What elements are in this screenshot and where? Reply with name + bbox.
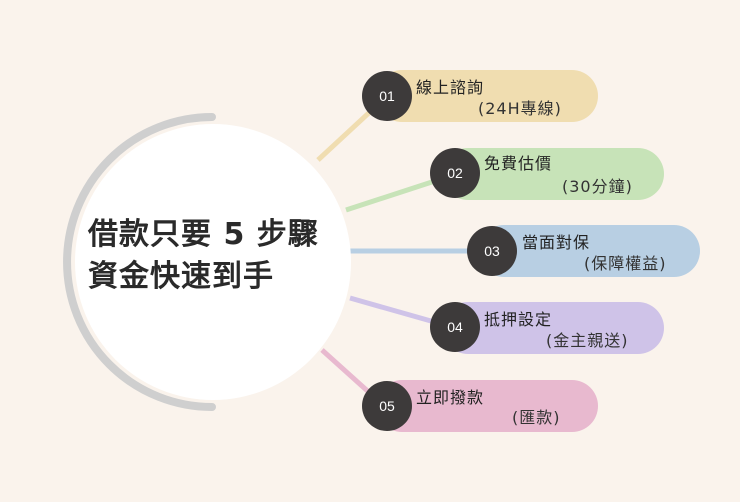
step-04-title: 抵押設定 [484, 310, 553, 329]
connector-04 [349, 295, 439, 326]
step-02-title: 免費估價 [484, 154, 553, 173]
center-circle [75, 124, 351, 400]
step-05-number-badge: 05 [362, 381, 412, 431]
center-title: 借款只要 5 步驟 資金快速到手 [88, 214, 368, 298]
step-03-subtitle: (保障權益) [584, 254, 667, 273]
step-02-subtitle: (30分鐘) [562, 177, 633, 196]
step-01-pill [376, 70, 598, 122]
connector-01 [316, 108, 374, 162]
center-title-line2: 資金快速到手 [88, 259, 274, 294]
step-02-number-badge: 02 [430, 148, 480, 198]
step-05-pill [376, 380, 598, 432]
step-01-number-badge: 01 [362, 71, 412, 121]
connector-02 [345, 177, 439, 213]
step-04-number-badge: 04 [430, 302, 480, 352]
step-03-number-badge: 03 [467, 226, 517, 276]
step-03-title: 當面對保 [522, 233, 591, 252]
step-04-subtitle: (金主親送) [546, 331, 629, 350]
step-05-subtitle: (匯款) [512, 408, 561, 427]
step-01-subtitle: (24H專線) [478, 99, 562, 118]
connector-05 [320, 348, 374, 397]
center-ring-arc [63, 113, 216, 411]
step-01-title: 線上諮詢 [416, 78, 485, 97]
step-05-title: 立即撥款 [416, 388, 485, 407]
center-title-line1: 借款只要 5 步驟 [88, 217, 319, 252]
